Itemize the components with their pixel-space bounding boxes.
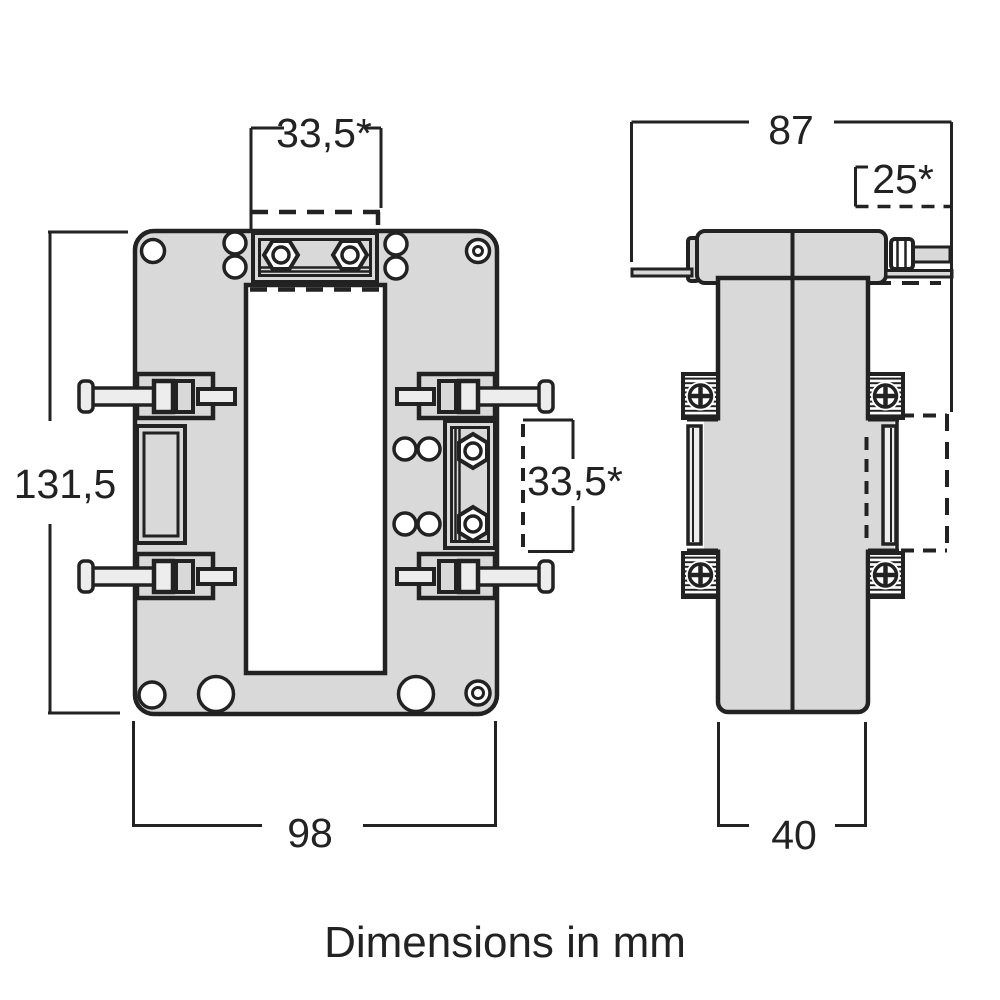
dim-label-width: 98 (287, 810, 333, 856)
dimension-side-body-depth: 40 (717, 722, 867, 858)
caption: Dimensions in mm (324, 918, 686, 967)
dimension-front-overall-width: 98 (132, 721, 497, 856)
mounting-hole (196, 674, 236, 714)
front-window-opening (243, 282, 388, 676)
alt-busbar-position-dashed (864, 281, 949, 554)
front-view (79, 209, 553, 717)
dim-label-right-terminal: 33,5* (527, 458, 623, 504)
top-terminal-holes (222, 230, 409, 281)
dimension-top-terminal-width: 33,5* (249, 110, 383, 231)
right-busbar-edge (881, 424, 898, 546)
clamp-top-right (397, 374, 553, 418)
screw-top-right (868, 374, 903, 418)
right-terminal-block (443, 419, 497, 550)
right-terminal-bolt (889, 237, 952, 271)
corner-hole (139, 237, 167, 265)
dimension-right-terminal-width: 33,5* (521, 418, 623, 553)
dimension-side-terminal-extension: 25* (854, 156, 950, 209)
dim-label-height: 131,5 (14, 461, 117, 507)
dim-label-body-depth: 40 (771, 812, 817, 858)
left-busbar-plate (630, 267, 694, 278)
clamp-top-left (79, 374, 235, 418)
corner-hole (137, 680, 167, 710)
corner-screw (464, 237, 492, 265)
side-view (630, 229, 954, 715)
dim-label-terminal-extension: 25* (872, 156, 934, 202)
dim-label-top-terminal: 33,5* (276, 110, 372, 156)
left-busbar-edge (686, 424, 703, 546)
screw-bottom-right (868, 553, 903, 597)
mounting-hole (396, 674, 436, 714)
screw-bottom-left (683, 553, 718, 597)
clamp-bottom-right (397, 554, 553, 598)
right-busbar-plate (884, 269, 954, 279)
right-terminal-holes (392, 436, 442, 537)
left-slot (135, 424, 187, 545)
clamp-bottom-left (79, 554, 235, 598)
dimension-side-overall-depth: 87 (630, 107, 953, 412)
top-terminal-block (251, 231, 379, 284)
side-mid-section (704, 420, 894, 550)
top-terminal-alt-position-dashed (250, 209, 385, 292)
corner-screw (464, 679, 492, 707)
screw-top-left (683, 374, 718, 418)
dimension-front-overall-height: 131,5 (14, 230, 128, 715)
dim-label-depth: 87 (768, 107, 814, 153)
